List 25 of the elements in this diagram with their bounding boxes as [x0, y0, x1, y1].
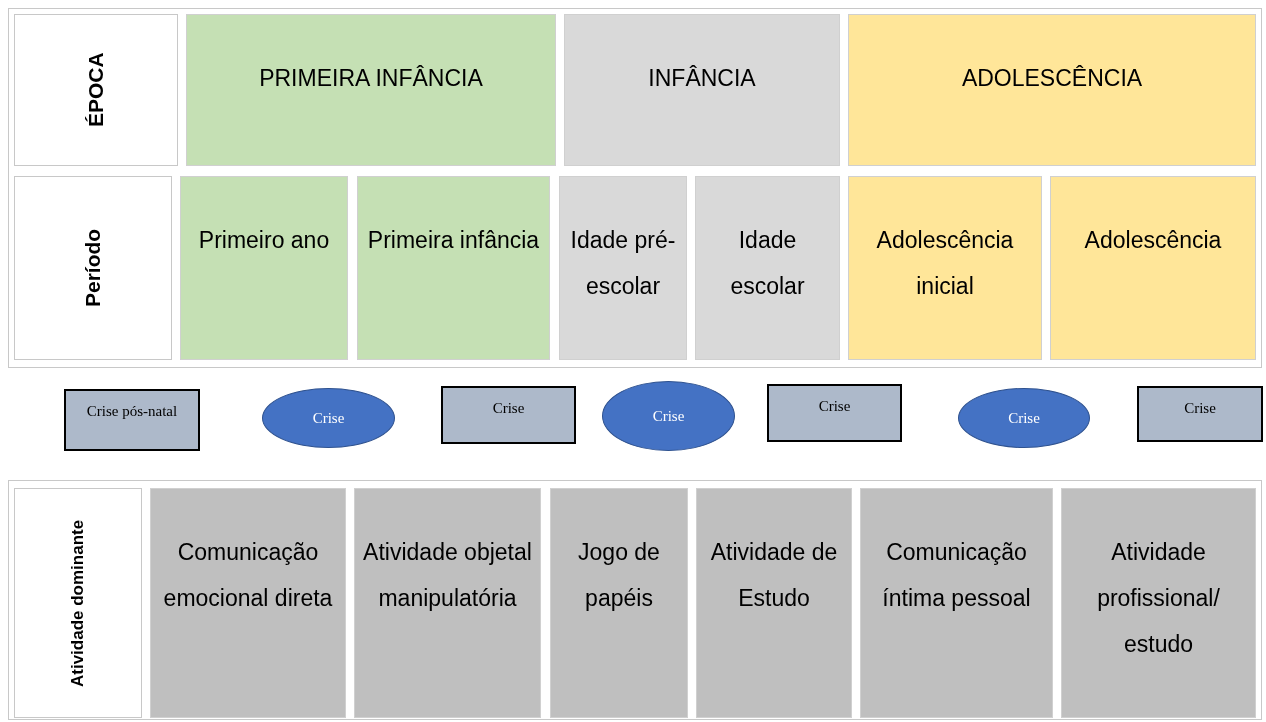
crisis-ellipse: Crise [262, 388, 395, 448]
activity-cell: Atividade objetal manipulatória [354, 488, 541, 718]
crisis-box: Crise [1137, 386, 1263, 442]
activity-cell: Comunicação emocional direta [150, 488, 346, 718]
activity-cell: Comunicação íntima pessoal [860, 488, 1053, 718]
epoch-cell: PRIMEIRA INFÂNCIA [186, 14, 556, 166]
row-header: Atividade dominante [14, 488, 142, 718]
row-header: Período [14, 176, 172, 360]
period-cell: Idade escolar [695, 176, 840, 360]
crisis-ellipse: Crise [958, 388, 1090, 448]
crisis-ellipse: Crise [602, 381, 735, 451]
period-cell: Primeiro ano [180, 176, 348, 360]
row-header: ÉPOCA [14, 14, 178, 166]
period-cell: Idade pré-escolar [559, 176, 687, 360]
period-cell: Primeira infância [357, 176, 550, 360]
crisis-box: Crise [767, 384, 902, 442]
crisis-box: Crise pós-natal [64, 389, 200, 451]
crisis-box: Crise [441, 386, 576, 444]
epoch-cell: ADOLESCÊNCIA [848, 14, 1256, 166]
period-cell: Adolescência [1050, 176, 1256, 360]
activity-cell: Jogo de papéis [550, 488, 688, 718]
activity-cell: Atividade profissional/ estudo [1061, 488, 1256, 718]
epoch-cell: INFÂNCIA [564, 14, 840, 166]
period-cell: Adolescência inicial [848, 176, 1042, 360]
activity-cell: Atividade de Estudo [696, 488, 852, 718]
